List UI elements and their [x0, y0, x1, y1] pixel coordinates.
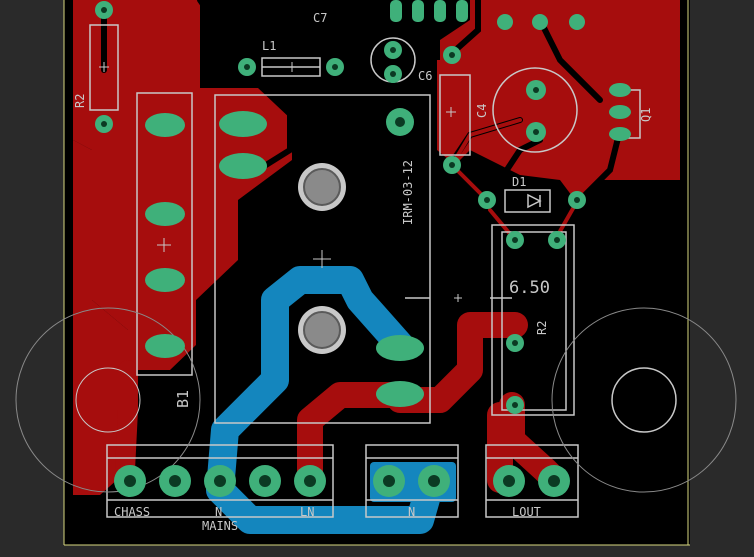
terminal-lout-outline	[485, 444, 579, 518]
pad-b1-2	[145, 202, 185, 226]
thin-trace-9	[577, 127, 623, 203]
label-c6: C6	[418, 69, 432, 83]
thin-trace-2	[197, 0, 250, 70]
trace-chass	[115, 360, 138, 480]
mounting-hole-right	[611, 367, 677, 433]
pad-irm-3	[376, 335, 424, 361]
label-chass: CHASS	[114, 505, 150, 519]
label-d1: D1	[512, 175, 526, 189]
label-l1: L1	[262, 39, 276, 53]
pad-b1-3	[145, 268, 185, 292]
label-c7: C7	[313, 11, 327, 25]
r2-outline	[89, 24, 119, 111]
pad-b1-4	[145, 334, 185, 358]
pad-ic-2	[412, 0, 424, 22]
diode-symbol-icon	[527, 193, 542, 209]
pad-top-3	[569, 14, 585, 30]
label-irm: IRM-03-12	[401, 160, 415, 225]
label-ln: LN	[300, 505, 314, 519]
pad-ic-4	[456, 0, 468, 22]
l1-outline	[261, 57, 321, 77]
pad-irm-2	[219, 153, 267, 179]
r2b-outline	[491, 224, 575, 416]
c4-rect-outline	[439, 74, 471, 156]
thin-trace-10	[537, 17, 603, 103]
terminal-mains-outline	[106, 444, 334, 518]
label-lout: LOUT	[512, 505, 541, 519]
pad-irm-4	[376, 381, 424, 407]
pad-q1-1	[609, 83, 631, 97]
b1-outline	[136, 92, 193, 376]
label-value: 6.50	[509, 278, 550, 298]
pad-b1-1	[145, 113, 185, 137]
trace-r2	[387, 312, 528, 413]
pad-q1-3	[609, 127, 631, 141]
irm-outline	[214, 94, 431, 424]
label-r2b: R2	[535, 321, 549, 335]
label-r2: R2	[73, 94, 87, 108]
irm-drill-top-inner	[303, 168, 341, 206]
terminal-n-outline	[365, 444, 459, 518]
pour-top-right	[440, 0, 680, 200]
pad-top-1	[497, 14, 513, 30]
trace-ln	[297, 382, 413, 493]
drill-holes	[298, 163, 346, 354]
label-mains: MAINS	[202, 519, 238, 533]
bottom-trace-n	[206, 266, 444, 534]
mounting-hole-left	[75, 367, 141, 433]
silkscreen-labels: C7 L1 C6 D1 6.50 CHASS N LN MAINS N LOUT…	[73, 11, 653, 533]
pad-irm-1	[219, 111, 267, 137]
pad-q1-2	[609, 105, 631, 119]
c4-outline	[492, 67, 578, 153]
plus-mark-icon	[99, 62, 462, 302]
mounting-hole-right-ring	[551, 307, 737, 493]
thin-trace-4	[332, 0, 363, 70]
thin-trace-6	[447, 0, 481, 58]
pad-ic-1	[390, 0, 402, 22]
label-n2: N	[408, 505, 415, 519]
pad-holes	[101, 7, 580, 487]
pad-ic-3	[434, 0, 446, 22]
d1-outline	[504, 189, 551, 213]
pour-left-strip	[73, 140, 128, 495]
pour-top-left	[73, 0, 292, 370]
r2b-inner-outline	[501, 231, 567, 411]
pad-top-2	[532, 14, 548, 30]
silkscreen-layer	[15, 24, 737, 518]
label-b1: B1	[174, 390, 192, 408]
label-n1: N	[215, 505, 222, 519]
mounting-hole-left-ring	[15, 307, 201, 493]
label-c4: C4	[475, 104, 489, 118]
irm-drill-bottom-inner	[303, 311, 341, 349]
label-q1: Q1	[639, 108, 653, 122]
thin-trace-3	[244, 64, 293, 178]
